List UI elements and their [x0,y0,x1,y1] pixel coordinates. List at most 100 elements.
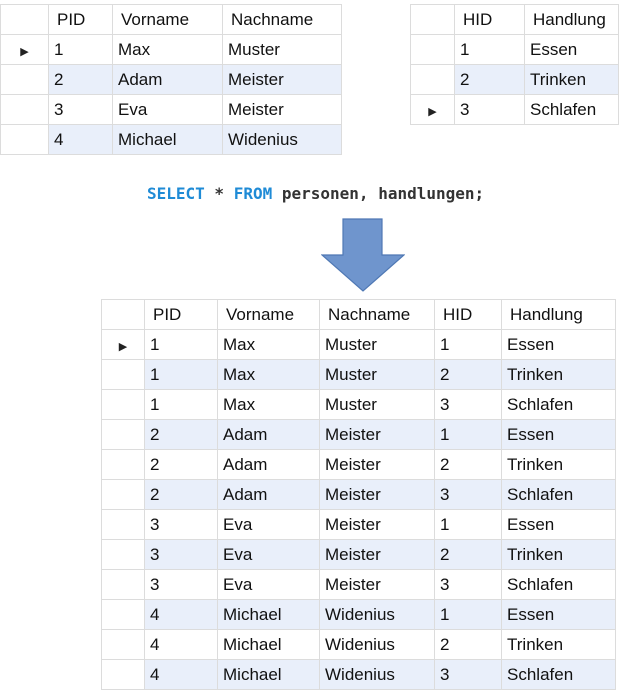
cell-hid[interactable]: 2 [434,359,502,390]
column-header-handlung[interactable]: Handlung [501,299,616,330]
cell-pid[interactable]: 4 [48,124,113,155]
cell-handlung[interactable]: Schlafen [501,569,616,600]
cell-pid[interactable]: 1 [144,359,218,390]
row-selector[interactable]: ▶ [101,329,145,360]
row-selector[interactable] [410,64,455,95]
cell-vorname[interactable]: Max [217,329,320,360]
column-header-handlung[interactable]: Handlung [524,4,619,35]
cell-nachname[interactable]: Muster [222,34,342,65]
cell-pid[interactable]: 4 [144,629,218,660]
cell-handlung[interactable]: Trinken [524,64,619,95]
cell-vorname[interactable]: Eva [217,509,320,540]
row-selector-header[interactable] [101,299,145,330]
cell-vorname[interactable]: Eva [112,94,223,125]
column-header-vorname[interactable]: Vorname [112,4,223,35]
cell-hid[interactable]: 1 [434,419,502,450]
cell-pid[interactable]: 2 [144,419,218,450]
cell-hid[interactable]: 2 [434,539,502,570]
row-selector[interactable] [0,124,49,155]
cell-pid[interactable]: 2 [144,479,218,510]
row-selector[interactable] [0,64,49,95]
cell-nachname[interactable]: Meister [319,509,435,540]
cell-handlung[interactable]: Essen [501,419,616,450]
cell-hid[interactable]: 3 [454,94,525,125]
cell-pid[interactable]: 4 [144,599,218,630]
row-selector-header[interactable] [0,4,49,35]
cell-nachname[interactable]: Meister [319,419,435,450]
row-selector[interactable] [101,599,145,630]
cell-hid[interactable]: 1 [434,509,502,540]
cell-vorname[interactable]: Michael [217,629,320,660]
cell-hid[interactable]: 1 [434,599,502,630]
cell-nachname[interactable]: Meister [319,539,435,570]
row-selector[interactable] [0,94,49,125]
cell-hid[interactable]: 3 [434,479,502,510]
cell-nachname[interactable]: Meister [222,94,342,125]
cell-pid[interactable]: 3 [144,569,218,600]
cell-hid[interactable]: 1 [434,329,502,360]
table-row[interactable]: 4 Michael Widenius [0,124,342,155]
cell-hid[interactable]: 2 [454,64,525,95]
cell-hid[interactable]: 3 [434,659,502,690]
cell-nachname[interactable]: Muster [319,329,435,360]
row-selector[interactable] [101,629,145,660]
cell-pid[interactable]: 2 [144,449,218,480]
cell-pid[interactable]: 1 [144,389,218,420]
cell-pid[interactable]: 3 [144,539,218,570]
cell-handlung[interactable]: Essen [524,34,619,65]
cell-vorname[interactable]: Michael [217,659,320,690]
cell-vorname[interactable]: Adam [217,479,320,510]
cell-handlung[interactable]: Trinken [501,629,616,660]
row-selector[interactable] [101,539,145,570]
row-selector[interactable]: ▶ [410,94,455,125]
cell-vorname[interactable]: Adam [217,449,320,480]
cell-nachname[interactable]: Meister [319,569,435,600]
cell-nachname[interactable]: Meister [319,479,435,510]
cell-handlung[interactable]: Schlafen [501,659,616,690]
cell-vorname[interactable]: Adam [217,419,320,450]
cell-handlung[interactable]: Essen [501,329,616,360]
cell-vorname[interactable]: Michael [112,124,223,155]
cell-vorname[interactable]: Adam [112,64,223,95]
cell-vorname[interactable]: Eva [217,569,320,600]
column-header-hid[interactable]: HID [434,299,502,330]
cell-vorname[interactable]: Max [217,389,320,420]
cell-handlung[interactable]: Schlafen [524,94,619,125]
cell-nachname[interactable]: Widenius [319,659,435,690]
row-selector[interactable] [101,419,145,450]
column-header-nachname[interactable]: Nachname [319,299,435,330]
cell-vorname[interactable]: Max [217,359,320,390]
cell-hid[interactable]: 3 [434,569,502,600]
cell-pid[interactable]: 3 [48,94,113,125]
cell-nachname[interactable]: Meister [319,449,435,480]
cell-hid[interactable]: 2 [434,629,502,660]
row-selector[interactable] [101,449,145,480]
cell-nachname[interactable]: Muster [319,359,435,390]
row-selector[interactable] [101,479,145,510]
cell-handlung[interactable]: Essen [501,599,616,630]
row-selector[interactable] [101,659,145,690]
cell-hid[interactable]: 2 [434,449,502,480]
cell-pid[interactable]: 1 [144,329,218,360]
cell-nachname[interactable]: Meister [222,64,342,95]
table-row[interactable]: 1 Essen [410,34,619,65]
cell-handlung[interactable]: Schlafen [501,389,616,420]
row-selector[interactable] [101,389,145,420]
cell-handlung[interactable]: Schlafen [501,479,616,510]
row-selector[interactable]: ▶ [0,34,49,65]
cell-nachname[interactable]: Muster [319,389,435,420]
column-header-hid[interactable]: HID [454,4,525,35]
column-header-pid[interactable]: PID [144,299,218,330]
cell-vorname[interactable]: Eva [217,539,320,570]
row-selector-header[interactable] [410,4,455,35]
